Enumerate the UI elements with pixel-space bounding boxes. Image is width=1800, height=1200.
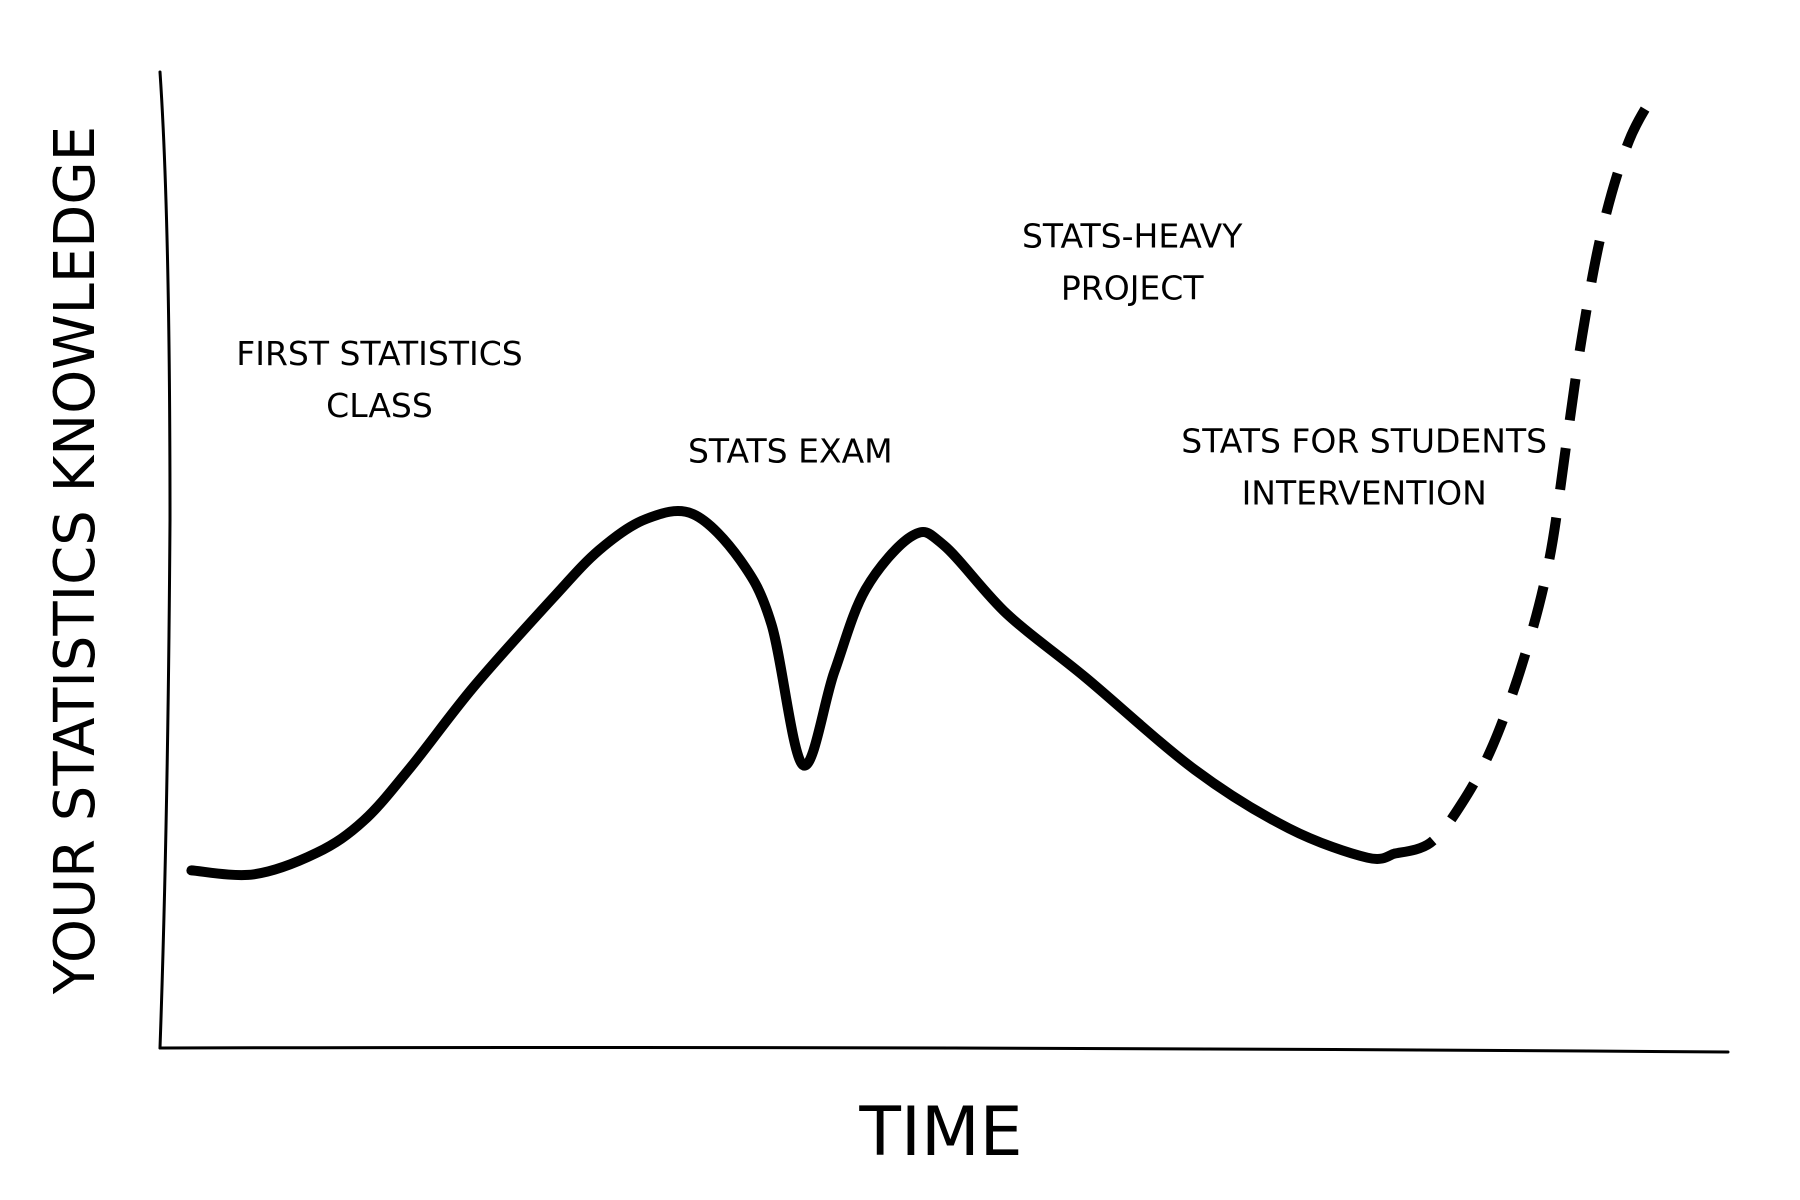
- annotation-stats-heavy-line-1: STATS-HEAVY: [1022, 217, 1243, 256]
- annotation-first-class-line-1: FIRST STATISTICS: [236, 334, 523, 373]
- knowledge-line: [186, 506, 1399, 880]
- series-layer: [186, 84, 1664, 880]
- annotation-first-class-line-2: CLASS: [326, 386, 433, 425]
- annotation-intervention-line-2: INTERVENTION: [1242, 474, 1487, 513]
- annotation-first-class: FIRST STATISTICS CLASS: [236, 334, 523, 425]
- x-axis-line: [158, 1046, 1730, 1054]
- y-axis-line: [158, 70, 172, 1050]
- y-axis-label: YOUR STATISTICS KNOWLEDGE: [43, 126, 108, 995]
- annotation-stats-heavy-line-2: PROJECT: [1061, 269, 1204, 308]
- x-axis-label: TIME: [858, 1093, 1022, 1172]
- annotation-intervention: STATS FOR STUDENTS INTERVENTION: [1181, 422, 1547, 513]
- annotation-stats-exam: STATS EXAM: [688, 431, 893, 470]
- annotation-stats-exam-line-1: STATS EXAM: [688, 431, 893, 470]
- projected-knowledge-line: [1392, 84, 1664, 859]
- annotation-layer: FIRST STATISTICS CLASS STATS EXAM STATS-HEA…: [236, 217, 1547, 513]
- annotation-stats-heavy: STATS-HEAVY PROJECT: [1022, 217, 1243, 308]
- annotation-intervention-line-1: STATS FOR STUDENTS: [1181, 422, 1547, 461]
